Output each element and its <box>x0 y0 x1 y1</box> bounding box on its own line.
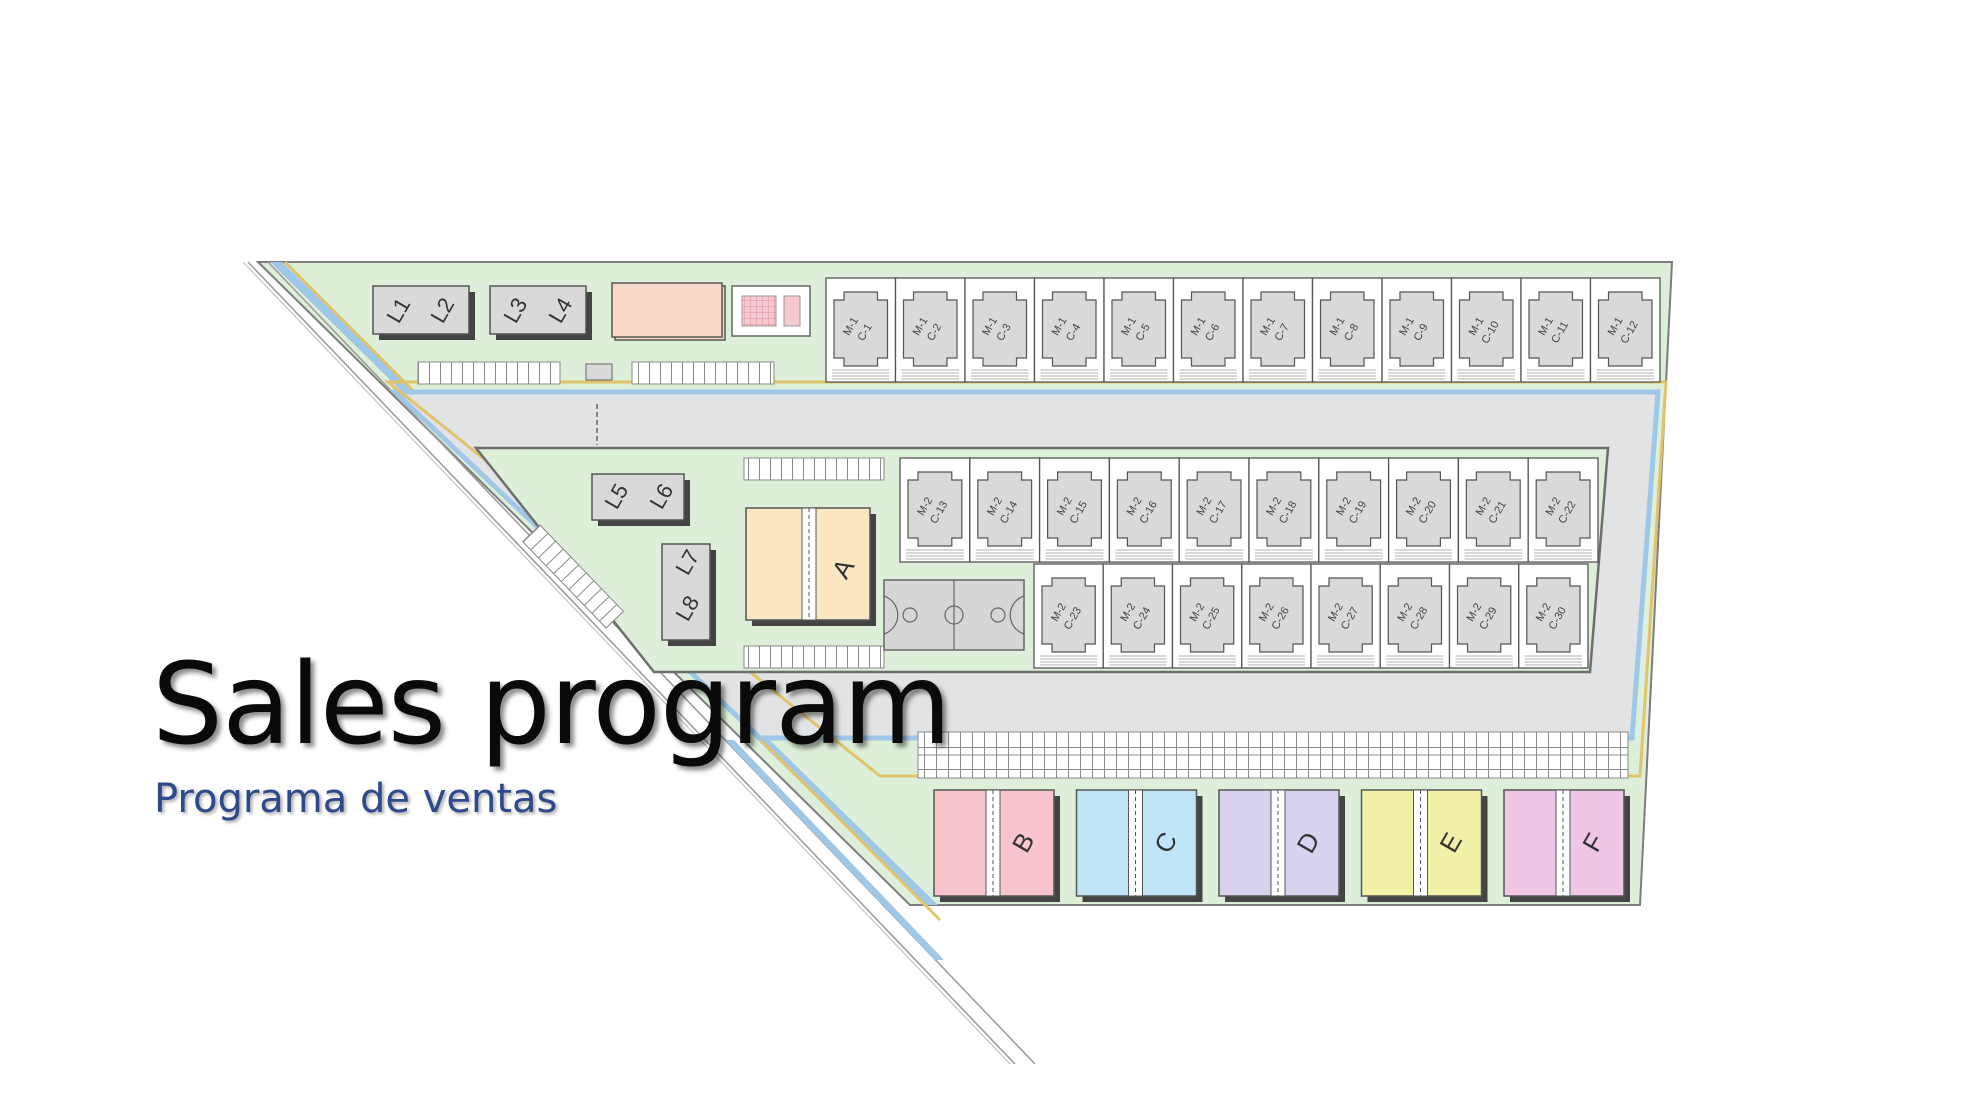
lot-L5-L6: L5 L6 <box>591 473 690 526</box>
slide-title: Sales program <box>152 640 952 770</box>
house-unit: M-2C-18 <box>1248 457 1320 563</box>
house-unit: M-1C-2 <box>894 277 966 383</box>
house-unit: M-2C-27 <box>1310 563 1381 669</box>
house-unit: M-1C-4 <box>1033 277 1105 383</box>
house-unit: M-2C-15 <box>1038 457 1111 563</box>
parking-island-bottom <box>743 645 885 669</box>
parking-top-mid <box>631 361 775 385</box>
house-unit: M-2C-13 <box>899 457 971 563</box>
parking-diagonal <box>522 524 625 629</box>
house-unit: M-1C-1 <box>825 277 897 383</box>
house-unit: M-2C-26 <box>1241 563 1312 669</box>
building-A: A <box>745 507 876 626</box>
guard-house <box>585 363 613 381</box>
slide-subtitle: Programa de ventas <box>154 776 558 822</box>
sports-court <box>883 579 1025 651</box>
house-unit: M-1C-5 <box>1103 277 1175 383</box>
amenity-block <box>611 282 726 341</box>
house-unit: M-2C-29 <box>1448 563 1520 669</box>
house-unit: M-2C-17 <box>1178 457 1250 563</box>
house-unit: M-1C-10 <box>1450 277 1522 383</box>
house-unit: M-1C-11 <box>1520 277 1592 383</box>
house-unit: M-1C-7 <box>1242 277 1314 383</box>
house-unit: M-2C-28 <box>1379 563 1451 669</box>
building-F: F <box>1503 789 1630 902</box>
lot-L1-L2: L1 L2 <box>372 285 475 340</box>
house-unit: M-2C-23 <box>1033 563 1104 669</box>
lot-L7-L8: L7 L8 <box>661 543 716 646</box>
house-unit: M-2C-21 <box>1457 457 1529 563</box>
house-unit: M-2C-24 <box>1102 563 1174 669</box>
lot-L3-L4: L3 L4 <box>489 285 592 340</box>
building-B: B <box>933 789 1060 902</box>
house-unit: M-2C-19 <box>1318 457 1390 563</box>
building-E: E <box>1360 789 1488 902</box>
house-unit: M-2C-22 <box>1527 457 1599 563</box>
house-unit: M-2C-14 <box>969 457 1041 563</box>
house-unit: M-1C-9 <box>1381 277 1453 383</box>
service-box <box>731 285 811 337</box>
building-D: D <box>1218 789 1345 902</box>
house-unit: M-2C-16 <box>1108 457 1180 563</box>
house-unit: M-1C-12 <box>1589 277 1661 383</box>
house-unit: M-1C-8 <box>1311 277 1383 383</box>
house-unit: M-2C-25 <box>1171 563 1243 669</box>
parking-island-top <box>743 457 885 481</box>
house-unit: M-1C-6 <box>1172 277 1244 383</box>
house-unit: M-2C-30 <box>1518 563 1589 669</box>
parking-top-left <box>417 361 561 385</box>
house-unit: M-1C-3 <box>964 277 1036 383</box>
building-C: C <box>1075 789 1203 902</box>
house-unit: M-2C-20 <box>1387 457 1460 563</box>
